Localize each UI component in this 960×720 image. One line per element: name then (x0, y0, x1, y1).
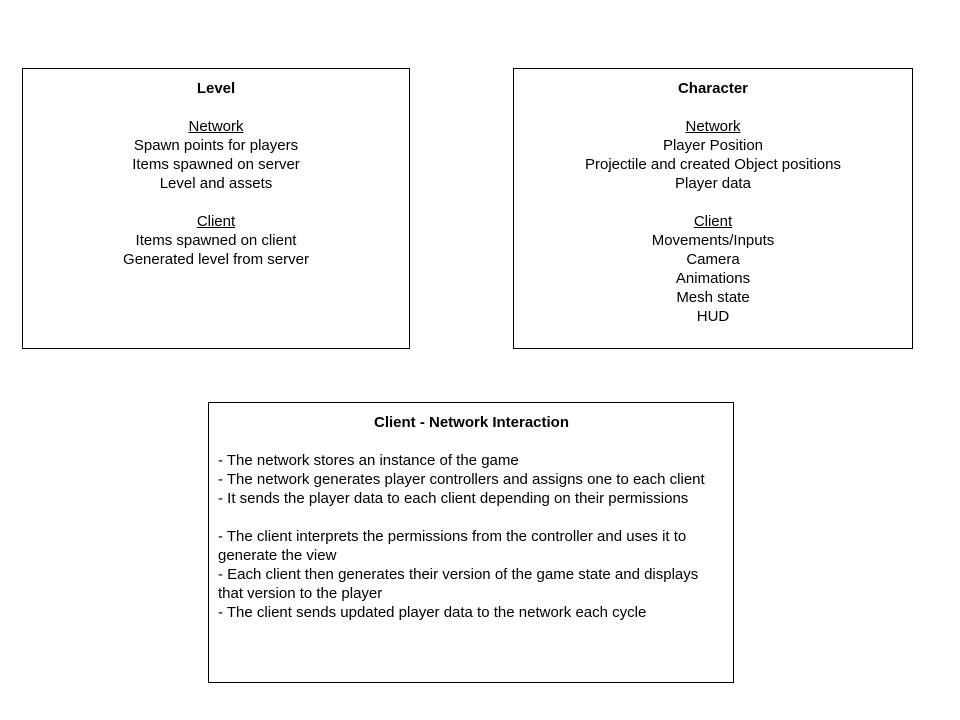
character-client-heading: Client (693, 213, 733, 230)
level-client-item: Generated level from server (123, 251, 309, 268)
character-client-item: Movements/Inputs (651, 232, 775, 249)
character-box: Character Network Player Position Projec… (513, 68, 913, 349)
character-client-item: Animations (675, 270, 751, 287)
character-client-item: Mesh state (676, 289, 750, 306)
level-network-item: Level and assets (159, 175, 273, 192)
interaction-network-point: - The network stores an instance of the … (218, 452, 519, 469)
level-client-item: Items spawned on client (135, 232, 297, 249)
interaction-network-point: - It sends the player data to each clien… (218, 490, 689, 507)
interaction-client-point: - The client sends updated player data t… (218, 604, 647, 621)
interaction-title: Client - Network Interaction (373, 414, 570, 431)
interaction-client-point: - Each client then generates their versi… (218, 566, 699, 602)
character-client-item: HUD (696, 308, 730, 325)
level-client-heading: Client (196, 213, 236, 230)
character-network-item: Player data (675, 175, 751, 192)
interaction-client-point: - The client interprets the permissions … (218, 528, 687, 564)
character-client-item: Camera (686, 251, 740, 268)
character-network-item: Player Position (662, 137, 764, 154)
level-title: Level (196, 80, 236, 97)
character-network-item: Projectile and created Object positions (585, 156, 841, 173)
interaction-box: Client - Network Interaction - The netwo… (208, 402, 734, 683)
level-network-item: Spawn points for players (133, 137, 299, 154)
interaction-network-point: - The network generates player controlle… (218, 471, 705, 488)
level-network-heading: Network (188, 118, 244, 135)
character-title: Character (677, 80, 749, 97)
level-box: Level Network Spawn points for players I… (22, 68, 410, 349)
level-network-item: Items spawned on server (132, 156, 300, 173)
character-network-heading: Network (685, 118, 741, 135)
